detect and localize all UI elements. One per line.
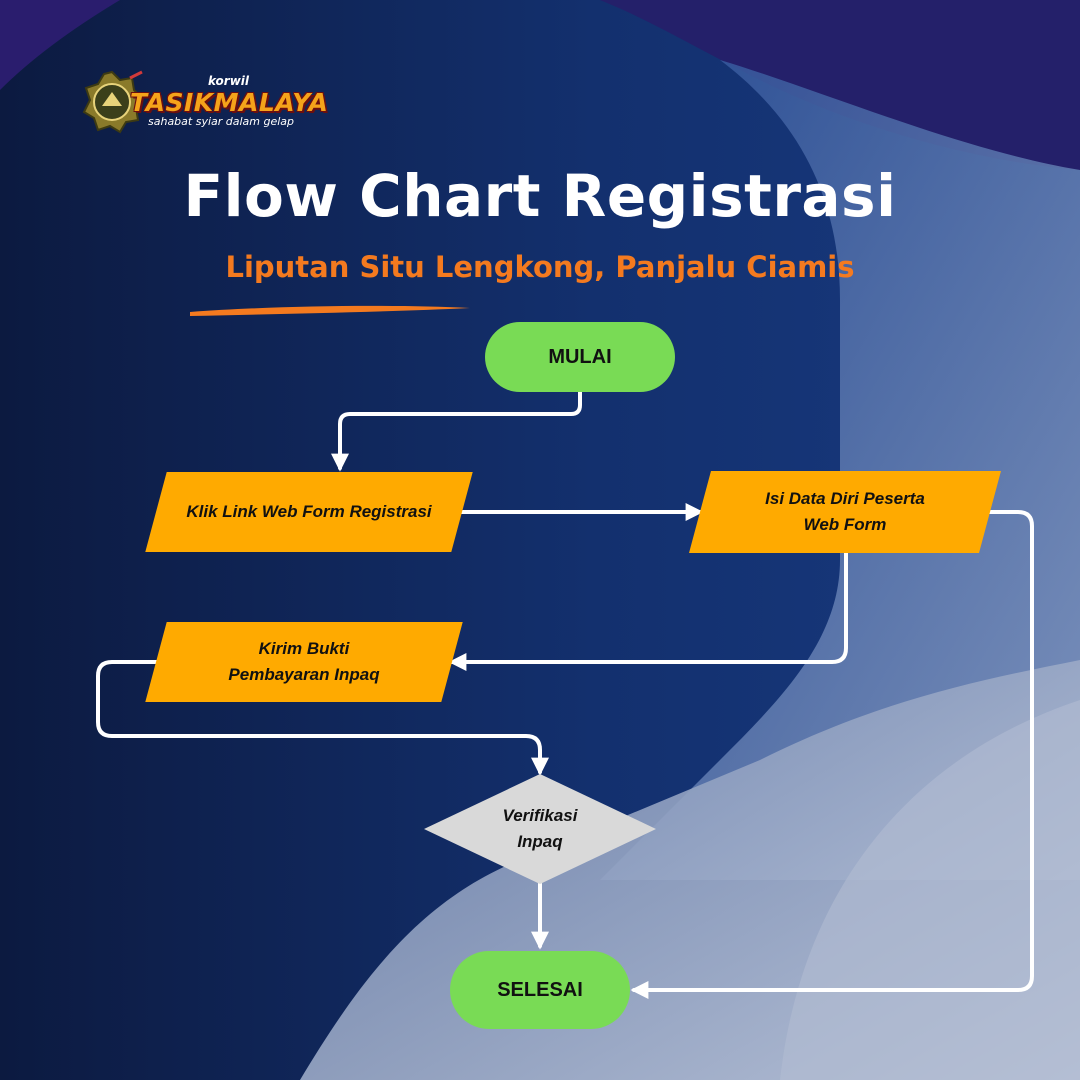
brand-name: TASIKMALAYA — [130, 88, 329, 117]
decision-verify-inpaq: Verifikasi Inpaq — [424, 774, 656, 884]
step-send-payment-proof-label: Kirim Bukti Pembayaran Inpaq — [228, 639, 380, 684]
page-title: Flow Chart Registrasi — [183, 162, 897, 230]
step-click-web-form: Klik Link Web Form Registrasi — [156, 472, 462, 552]
brand-logo: korwil TASIKMALAYA sahabat syiar dalam g… — [80, 62, 340, 144]
end-node: SELESAI — [450, 951, 630, 1029]
start-node: MULAI — [485, 322, 675, 392]
subtitle-underline — [190, 305, 470, 316]
step-click-web-form-label: Klik Link Web Form Registrasi — [186, 502, 432, 521]
connector-start-to-step1 — [331, 390, 582, 472]
connector-step3-to-decision — [96, 660, 549, 776]
page-subtitle: Liputan Situ Lengkong, Panjalu Ciamis — [225, 250, 855, 284]
decision-diamond — [424, 774, 656, 884]
step-send-payment-proof: Kirim Bukti Pembayaran Inpaq — [156, 622, 452, 702]
brand-prefix: korwil — [208, 74, 250, 88]
background-purple-top — [600, 0, 1080, 170]
background-purple-corner — [0, 0, 120, 90]
step-fill-personal-data-label: Isi Data Diri Peserta Web Form — [765, 489, 925, 534]
step-fill-personal-data: Isi Data Diri Peserta Web Form — [700, 471, 990, 553]
connector-step2-to-step3 — [448, 550, 848, 671]
brand-tagline: sahabat syiar dalam gelap — [148, 115, 295, 128]
background-right-panel — [600, 60, 1080, 880]
emblem-icon — [82, 70, 144, 134]
decision-verify-inpaq-label: Verifikasi Inpaq — [502, 806, 578, 851]
background-bottom-arc — [780, 700, 1080, 1080]
connector-step2-to-end — [630, 510, 1034, 999]
